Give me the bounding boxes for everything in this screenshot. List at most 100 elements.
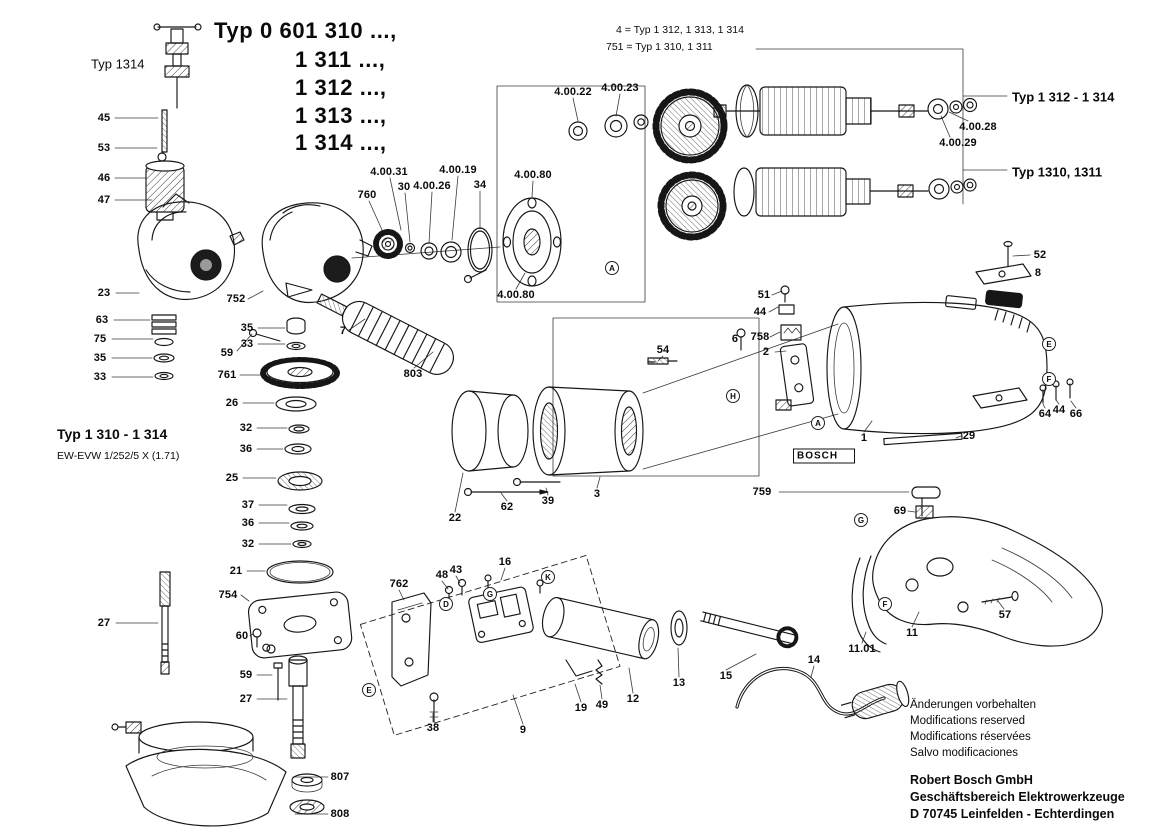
tap-assembly-drawing <box>145 23 202 221</box>
part-callout-11.01: 11.01 <box>848 643 876 655</box>
part-callout-29: 29 <box>962 430 976 442</box>
part-callout-27: 27 <box>97 617 111 629</box>
part-callout-4.00.23: 4.00.23 <box>601 82 639 94</box>
part-callout-32: 32 <box>239 422 253 434</box>
part-callout-3: 3 <box>593 488 601 500</box>
wheel-guard-drawing <box>111 721 287 827</box>
note-gear-751: 751 = Typ 1 310, 1 311 <box>606 41 713 53</box>
part-callout-35: 35 <box>240 322 254 334</box>
armature-typ1310-drawing <box>657 167 977 241</box>
part-callout-6: 6 <box>731 333 739 345</box>
ref-mark-G: G <box>854 513 868 527</box>
part-callout-4.00.80: 4.00.80 <box>497 289 535 301</box>
part-callout-43: 43 <box>449 564 463 576</box>
notice-es: Salvo modificaciones <box>910 747 1019 759</box>
part-callout-758: 758 <box>750 331 770 343</box>
part-callout-35: 35 <box>93 352 107 364</box>
part-callout-8: 8 <box>1034 267 1042 279</box>
title-line-3: 1 312 ..., <box>295 75 387 100</box>
part-callout-38: 38 <box>426 722 440 734</box>
ref-mark-F: F <box>878 597 892 611</box>
spindle-parts-column-drawing <box>247 317 353 759</box>
part-callout-23: 23 <box>97 287 111 299</box>
part-callout-2: 2 <box>762 346 770 358</box>
title-line-5: 1 314 ..., <box>295 130 387 155</box>
power-cord-plug-drawing <box>735 666 910 720</box>
part-callout-4.00.19: 4.00.19 <box>439 164 477 176</box>
part-callout-60: 60 <box>235 630 249 642</box>
part-callout-37: 37 <box>241 499 255 511</box>
bosch-nameplate: BOSCH <box>793 448 856 464</box>
note-gear-4: 4 = Typ 1 312, 1 313, 1 314 <box>616 24 744 36</box>
part-callout-46: 46 <box>97 172 111 184</box>
bearing-flange-drawing <box>463 197 562 287</box>
armature-typ1312-drawing <box>568 84 978 164</box>
company-division: Geschäftsbereich Elektrowerkzeuge <box>910 790 1125 804</box>
part-callout-19: 19 <box>574 702 588 714</box>
part-callout-66: 66 <box>1069 408 1083 420</box>
part-callout-59: 59 <box>239 669 253 681</box>
part-callout-39: 39 <box>541 495 555 507</box>
bevel-pinion-washers-drawing <box>373 227 493 273</box>
part-callout-75: 75 <box>93 333 107 345</box>
company-name: Robert Bosch GmbH <box>910 773 1033 787</box>
ref-mark-E: E <box>1042 337 1056 351</box>
part-callout-4.00.26: 4.00.26 <box>413 180 451 192</box>
part-callout-4.00.28: 4.00.28 <box>959 121 997 133</box>
ref-mark-A: A <box>605 261 619 275</box>
part-callout-1: 1 <box>860 432 868 444</box>
part-callout-7: 7 <box>339 325 347 337</box>
typ-1310-1311-label: Typ 1310, 1311 <box>1012 164 1103 180</box>
ref-mark-D: D <box>439 597 453 611</box>
ref-mark-G: G <box>483 587 497 601</box>
part-callout-49: 49 <box>595 699 609 711</box>
part-callout-26: 26 <box>225 397 239 409</box>
part-callout-30: 30 <box>397 181 411 193</box>
side-handle-grip-drawing <box>316 293 454 375</box>
part-callout-33: 33 <box>93 371 107 383</box>
part-callout-25: 25 <box>225 472 239 484</box>
typ-1312-1314-label: Typ 1 312 - 1 314 <box>1012 89 1115 105</box>
part-callout-803: 803 <box>403 368 423 380</box>
switch-assembly-drawing <box>359 554 799 736</box>
part-callout-12: 12 <box>626 693 640 705</box>
part-callout-761: 761 <box>217 369 237 381</box>
part-callout-759: 759 <box>752 486 772 498</box>
company-address: D 70745 Leinfelden - Echterdingen <box>910 807 1115 821</box>
part-callout-33: 33 <box>240 338 254 350</box>
part-callout-27: 27 <box>239 693 253 705</box>
part-callout-48: 48 <box>435 569 449 581</box>
part-callout-63: 63 <box>95 314 109 326</box>
part-callout-760: 760 <box>357 189 377 201</box>
part-callout-754: 754 <box>218 589 238 601</box>
part-callout-45: 45 <box>97 112 111 124</box>
part-callout-16: 16 <box>498 556 512 568</box>
part-callout-4.00.80: 4.00.80 <box>514 169 552 181</box>
part-callout-59: 59 <box>220 347 234 359</box>
title-line-1: Typ 0 601 310 ..., <box>214 18 397 43</box>
ref-mark-K: K <box>541 570 555 584</box>
drawing-number: EW-EVW 1/252/5 X (1.71) <box>57 450 180 462</box>
ref-mark-H: H <box>726 389 740 403</box>
gear-housing-752-drawing <box>261 202 373 303</box>
part-callout-44: 44 <box>753 306 767 318</box>
notice-fr: Modifications réservées <box>910 731 1031 743</box>
ref-mark-F: F <box>1042 372 1056 386</box>
part-callout-21: 21 <box>229 565 243 577</box>
part-callout-22: 22 <box>448 512 462 524</box>
part-callout-32: 32 <box>241 538 255 550</box>
typ-range-label: Typ 1 310 - 1 314 <box>57 426 168 442</box>
part-callout-36: 36 <box>239 443 253 455</box>
part-callout-53: 53 <box>97 142 111 154</box>
notice-de: Änderungen vorbehalten <box>910 699 1036 711</box>
typ-1314-label: Typ 1314 <box>91 56 145 72</box>
part-callout-34: 34 <box>473 179 487 191</box>
title-line-2: 1 311 ..., <box>295 47 386 72</box>
ref-mark-A: A <box>811 416 825 430</box>
gear-housing-23-drawing <box>137 193 245 675</box>
part-callout-808: 808 <box>330 808 350 820</box>
rear-handle-drawing <box>851 486 1103 653</box>
